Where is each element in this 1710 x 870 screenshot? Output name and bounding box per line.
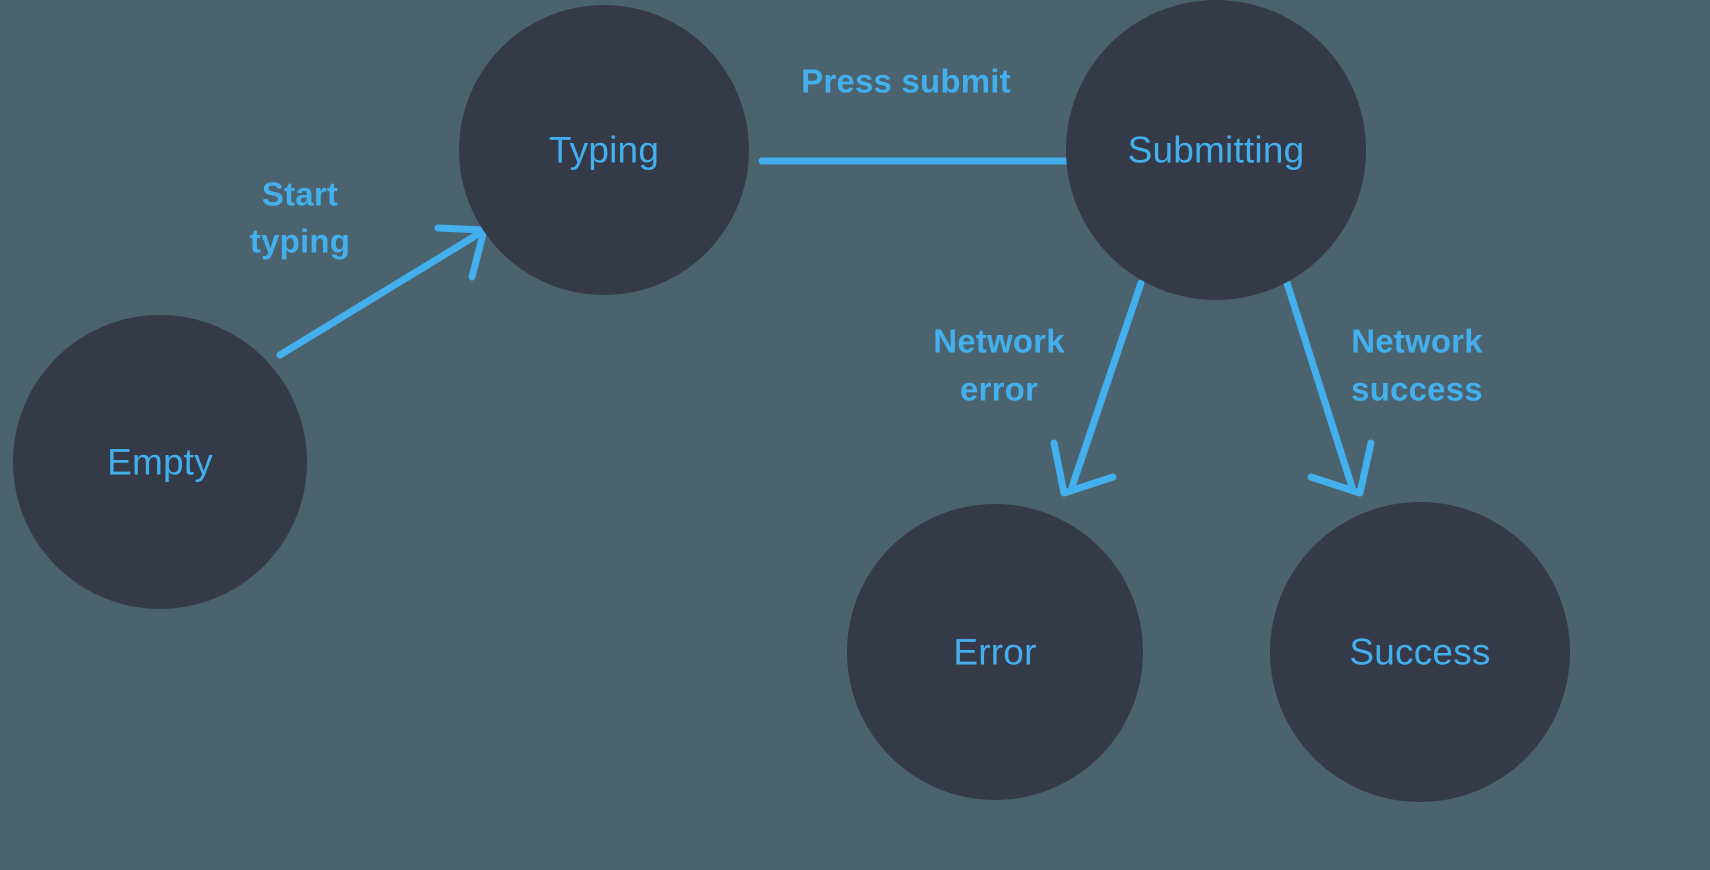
- state-circle-empty[interactable]: [13, 315, 307, 609]
- state-node-empty[interactable]: Empty: [13, 315, 307, 609]
- transition-label-network-success-line1: Network: [1351, 323, 1483, 360]
- edge-network-success-arrowhead: [1307, 439, 1375, 497]
- transition-label-start-typing-line1: Start: [262, 176, 338, 213]
- state-label-error: Error: [953, 632, 1036, 673]
- edge-network-error-arrowhead: [1050, 439, 1117, 497]
- transition-label-start-typing-line2: typing: [250, 223, 350, 260]
- state-node-success[interactable]: Success: [1270, 502, 1570, 802]
- transition-label-network-error: Network error: [933, 323, 1065, 408]
- edge-network-success: [1283, 279, 1375, 497]
- state-circle-success[interactable]: [1270, 502, 1570, 802]
- state-node-error[interactable]: Error: [847, 504, 1143, 800]
- edge-network-error-line: [1068, 279, 1145, 491]
- state-label-submitting: Submitting: [1128, 130, 1305, 171]
- transition-label-start-typing: Start typing: [250, 176, 350, 260]
- state-node-typing[interactable]: Typing: [459, 5, 749, 295]
- state-label-empty: Empty: [107, 442, 213, 483]
- state-circle-submitting[interactable]: [1066, 0, 1366, 300]
- state-circle-typing[interactable]: [459, 5, 749, 295]
- transition-label-press-submit-line1: Press submit: [801, 63, 1011, 100]
- edge-network-error: [1050, 279, 1145, 497]
- transition-label-network-success-line2: success: [1351, 371, 1483, 408]
- state-circle-error[interactable]: [847, 504, 1143, 800]
- state-label-typing: Typing: [549, 130, 659, 171]
- transition-label-network-error-line2: error: [960, 371, 1038, 408]
- edge-network-success-line: [1283, 279, 1356, 491]
- transition-label-press-submit: Press submit: [801, 63, 1011, 100]
- edge-start-typing-line: [276, 229, 484, 359]
- transition-label-network-success: Network success: [1351, 323, 1483, 408]
- state-node-submitting[interactable]: Submitting: [1066, 0, 1366, 300]
- transition-label-network-error-line1: Network: [933, 323, 1065, 360]
- state-label-success: Success: [1349, 632, 1490, 673]
